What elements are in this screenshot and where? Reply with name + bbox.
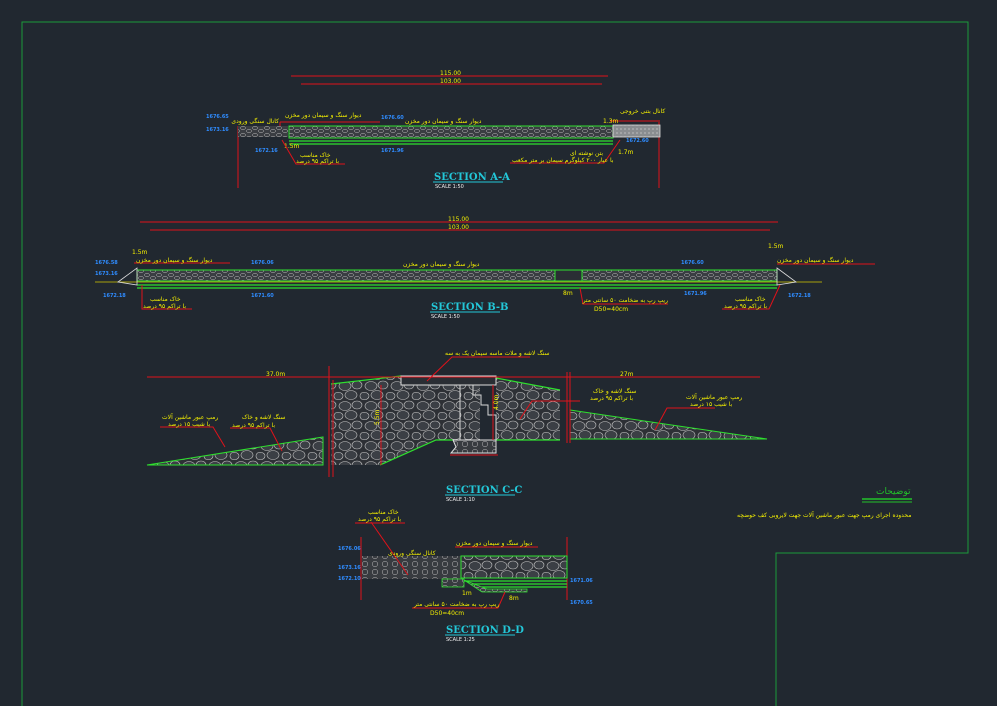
soil-note: خاک مناسب xyxy=(150,295,181,303)
wall-label-mid: دیوار سنگ و سیمان دور مخزن xyxy=(405,117,482,125)
soil-note: خاک مناسب xyxy=(368,508,399,516)
core-fill xyxy=(331,376,480,465)
level-label: 1671.06 xyxy=(570,578,593,584)
dim-label: 4.0m xyxy=(493,394,500,410)
level-label: 1676.60 xyxy=(381,115,404,121)
soil-note: با تراکم ۹۵ درصد xyxy=(358,516,401,523)
top-slab xyxy=(400,375,497,386)
wall-label: دیوار سنگ و سیمان دور مخزن xyxy=(456,539,533,547)
level-label: 1672.16 xyxy=(255,148,278,154)
section-title: SECTION C-C xyxy=(446,485,522,496)
dim-inner: 103.00 xyxy=(440,78,461,85)
section-scale: SCALE 1:10 xyxy=(446,497,475,503)
concrete-note: با عیار ۲۰۰ کیلوگرم سیمان بر متر مکعب xyxy=(512,156,614,164)
fill-note: با تراکم ۹۵ درصد xyxy=(590,395,633,402)
section-c-c[interactable]: 37.0m 27m 5.5m 4.0m سنگ لاشه و ملات ماسه… xyxy=(146,349,768,503)
soil-note: خاک مناسب xyxy=(735,295,766,303)
ramp-note: با شیب ۱۵ درصد xyxy=(690,401,733,408)
dim-label: 1.3m xyxy=(603,118,619,125)
dim-total: 115.00 xyxy=(440,70,461,77)
section-title: SECTION B-B xyxy=(431,302,509,313)
level-label: 1676.65 xyxy=(206,114,229,120)
wall-label-left: دیوار سنگ و سیمان دور مخزن xyxy=(285,111,362,119)
level-label: 1672.10 xyxy=(338,576,361,582)
ramp-note: رمپ عبور ماشین آلات xyxy=(686,392,742,401)
level-label: 1671.60 xyxy=(251,293,274,299)
level-label: 1676.58 xyxy=(95,260,118,266)
section-scale: SCALE 1:25 xyxy=(446,637,475,643)
riprap-note: ریپ رپ به ضخامت ۵۰ سانتی متر xyxy=(582,297,668,304)
section-title: SECTION D-D xyxy=(446,625,524,636)
ramp-note: با شیب ۱۵ درصد xyxy=(168,421,211,428)
level-label: 1672.60 xyxy=(626,138,649,144)
inlet-channel-label: کانال سنگی ورودی xyxy=(388,549,436,557)
inlet-channel-shape xyxy=(362,556,461,579)
level-label: 1676.06 xyxy=(338,546,361,552)
inlet-channel-shape xyxy=(238,126,288,137)
level-label: 1673.16 xyxy=(206,127,229,133)
riprap-d50: D50=40cm xyxy=(594,306,628,313)
outlet-channel-shape xyxy=(612,124,661,138)
riprap-note: ریپ رپ به ضخامت ۵۰ سانتی متر xyxy=(413,601,499,608)
level-label: 1673.16 xyxy=(95,271,118,277)
fill-note: سنگ لاشه و خاک xyxy=(242,413,285,421)
soil-note: با تراکم ۹۵ درصد xyxy=(143,303,186,310)
level-label: 1676.06 xyxy=(251,260,274,266)
ramp-right-fill xyxy=(569,409,768,440)
dim-label: 27m xyxy=(620,371,634,378)
dim-label: 1.7m xyxy=(618,149,634,156)
section-d-d[interactable]: خاک مناسب با تراکم ۹۵ درصد دیوار سنگ و س… xyxy=(338,508,593,643)
wall-shape xyxy=(136,269,556,282)
dim-label: 37.0m xyxy=(266,371,285,378)
level-label: 1672.18 xyxy=(788,293,811,299)
dim-label: 1m xyxy=(462,590,472,597)
riprap-d50: D50=40cm xyxy=(430,610,464,617)
level-label: 1670.65 xyxy=(570,600,593,606)
sheet-border xyxy=(21,21,969,706)
concrete-note: بتن نوشته ای xyxy=(570,150,603,157)
wall-label-right: دیوار سنگ و سیمان دور مخزن xyxy=(777,256,854,264)
notes-block: توضیحات محدوده اجرای رمپ جهت عبور ماشین … xyxy=(737,487,912,519)
outlet-channel-label: کانال بتنی خروجی xyxy=(620,108,665,115)
dim-label: 1.5m xyxy=(132,249,148,256)
inlet-channel-label: کانال سنگی ورودی xyxy=(231,117,279,125)
notes-text: محدوده اجرای رمپ جهت عبور ماشین آلات جهت… xyxy=(737,510,911,519)
ramp-left-fill xyxy=(146,436,324,466)
wall-label-mid: دیوار سنگ و سیمان دور مخزن xyxy=(403,260,480,268)
dim-inner: 103.00 xyxy=(448,224,469,231)
top-note: سنگ لاشه و ملات ماسه سیمان یک به سه xyxy=(445,349,549,357)
section-title: SECTION A-A xyxy=(434,172,510,183)
soil-note: خاک مناسب xyxy=(300,151,331,159)
fill-note: سنگ لاشه و خاک xyxy=(593,387,636,395)
ramp-opening xyxy=(554,269,583,282)
level-label: 1676.60 xyxy=(681,260,704,266)
level-label: 1673.16 xyxy=(338,565,361,571)
section-b-b[interactable]: 115.00 103.00 1.5m 1.5m دیوار سنگ و سیما… xyxy=(95,216,875,320)
notes-heading: توضیحات xyxy=(876,487,911,497)
wall-shape xyxy=(581,269,778,282)
section-a-a[interactable]: 115.00 103.00 کانال سنگی ورودی دیوار سنگ… xyxy=(206,70,665,190)
wall-shape xyxy=(288,125,614,139)
soil-note: با تراکم ۹۵ درصد xyxy=(296,158,339,165)
fill-note: با تراکم ۹۵ درصد xyxy=(232,422,275,429)
core-fill-right xyxy=(496,378,560,440)
dim-total: 115.00 xyxy=(448,216,469,223)
section-scale: SCALE 1:50 xyxy=(435,184,464,190)
dim-label: 1.5m xyxy=(284,143,300,150)
wall-shape xyxy=(460,555,568,579)
section-scale: SCALE 1:50 xyxy=(431,314,460,320)
soil-note: با تراکم ۹۵ درصد xyxy=(724,303,767,310)
wall-label-left: دیوار سنگ و سیمان دور مخزن xyxy=(136,256,213,264)
level-label: 1671.96 xyxy=(684,291,707,297)
ramp-note: رمپ عبور ماشین آلات xyxy=(162,412,218,421)
dim-label: 8m xyxy=(509,595,519,602)
dim-label: 1.5m xyxy=(768,243,784,250)
dim-label: 8m xyxy=(563,290,573,297)
dim-label: 5.5m xyxy=(374,409,381,425)
level-label: 1672.18 xyxy=(103,293,126,299)
level-label: 1671.96 xyxy=(381,148,404,154)
